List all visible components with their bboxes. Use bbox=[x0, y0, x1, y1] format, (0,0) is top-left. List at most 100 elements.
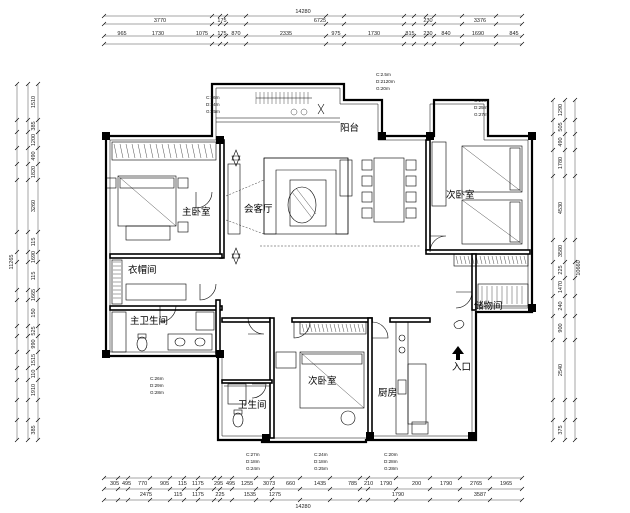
dim-bottom-row2-1: 115 bbox=[174, 492, 183, 498]
dim-top-row1-3: 230 bbox=[423, 18, 432, 24]
dim-right-9: 900 bbox=[558, 323, 564, 332]
dim-top-row2-12: 845 bbox=[509, 31, 518, 37]
dim-bottom-row1-17: 2765 bbox=[470, 481, 482, 487]
balcony: 阳台 bbox=[216, 92, 359, 134]
dim-left-2: 1200 bbox=[31, 134, 37, 146]
dim-top-row1-4: 3376 bbox=[474, 18, 486, 24]
note-bottom-right-c: C:20m bbox=[384, 452, 398, 457]
dim-top-row2-9: 230 bbox=[423, 31, 432, 37]
dim-top-row1-0: 3770 bbox=[154, 18, 166, 24]
dim-left-5: 3260 bbox=[31, 200, 37, 212]
master-bedroom: 主卧室 bbox=[105, 141, 217, 241]
dim-bottom-row1-5: 1175 bbox=[192, 481, 204, 487]
dim-bottom-row1-2: 770 bbox=[138, 481, 147, 487]
note-wardrobe-bath-c: C:26m bbox=[150, 376, 164, 381]
room-kitchen-label: 厨房 bbox=[378, 387, 397, 399]
dim-left-12: 990 bbox=[31, 339, 37, 348]
dim-bottom-row1-7: 495 bbox=[226, 481, 235, 487]
right-dimensions: 10660 1290505490178045303580225147024090… bbox=[550, 97, 582, 443]
top-dimensions: 14280 3770 175 6725 230 3376 965 1730 10… bbox=[101, 9, 525, 47]
dim-right-5: 3580 bbox=[558, 245, 564, 257]
area-notes: C:2.5m D:2120m G:20m C:26m D:24m G:25m C… bbox=[150, 72, 488, 471]
room-guest-bath-label: 卫生间 bbox=[238, 399, 267, 411]
dim-left-7: 1690 bbox=[31, 251, 37, 263]
dim-top-row2-5: 2335 bbox=[280, 31, 292, 37]
dim-right-3: 1780 bbox=[558, 157, 564, 169]
storage-room: 储物间 bbox=[453, 253, 529, 312]
dim-left-13: 1515 bbox=[31, 354, 37, 366]
dim-bottom-row2-2: 1175 bbox=[192, 492, 204, 498]
dim-bottom-row1-11: 1435 bbox=[314, 481, 326, 487]
note-balcony-g: G:20m bbox=[376, 86, 390, 91]
dim-top-row2-2: 1075 bbox=[196, 31, 208, 37]
dim-top-row1-1: 175 bbox=[217, 18, 226, 24]
room-living-label: 会客厅 bbox=[244, 203, 273, 215]
note-right-bed-c: C:25m bbox=[474, 98, 488, 103]
note-bottom-left-d: D:18m bbox=[246, 459, 260, 464]
dim-bottom-row2-6: 1790 bbox=[392, 492, 404, 498]
dim-top-row2-8: 815 bbox=[405, 31, 414, 37]
dim-left-9: 1665 bbox=[31, 289, 37, 301]
dim-bottom-row2-0: 2475 bbox=[140, 492, 152, 498]
dim-bottom-row1-14: 1790 bbox=[380, 481, 392, 487]
dim-bottom-row2-4: 1535 bbox=[244, 492, 256, 498]
dim-bottom-row1-16: 1790 bbox=[440, 481, 452, 487]
note-balcony-d: D:2120m bbox=[376, 79, 395, 84]
dim-bottom-row1-13: 210 bbox=[364, 481, 373, 487]
dim-bottom-row1-15: 200 bbox=[412, 481, 421, 487]
note-bottom-right-d: D:28m bbox=[384, 459, 398, 464]
note-bottom-left-c: C:27m bbox=[246, 452, 260, 457]
wardrobe: 衣帽间 bbox=[111, 259, 187, 305]
note-wardrobe-bath-g: G:28m bbox=[150, 390, 164, 395]
dim-bottom-row1-6: 295 bbox=[214, 481, 223, 487]
dim-right-2: 490 bbox=[558, 137, 564, 146]
dim-top-row2-7: 1730 bbox=[368, 31, 380, 37]
dim-left-8: 115 bbox=[31, 272, 37, 281]
note-master-c: C:26m bbox=[206, 95, 220, 100]
dim-top-row1-2: 6725 bbox=[314, 18, 326, 24]
dim-top-total: 14280 bbox=[295, 9, 310, 15]
dim-bottom-total: 14280 bbox=[295, 504, 310, 510]
dim-bottom-row1-9: 3073 bbox=[263, 481, 275, 487]
dim-bottom-row2-7: 3587 bbox=[474, 492, 486, 498]
room-second-bedroom-right-label: 次卧室 bbox=[446, 189, 475, 201]
dim-top-row2-4: 870 bbox=[231, 31, 240, 37]
room-entrance-label: 入口 bbox=[452, 362, 471, 373]
left-dimensions: 11265 1510385120049018203260115169011516… bbox=[9, 81, 41, 443]
dim-left-4: 1820 bbox=[31, 166, 37, 178]
bottom-dimensions: 305 495 770 905 115 1175 295 495 1255 30… bbox=[101, 475, 525, 510]
dim-top-row2-3: 175 bbox=[217, 31, 226, 37]
dim-top-row2-0: 965 bbox=[117, 31, 126, 37]
note-right-bed-g: G:27m bbox=[474, 112, 488, 117]
room-storage-label: 储物间 bbox=[474, 300, 503, 312]
room-balcony-label: 阳台 bbox=[340, 122, 359, 134]
dim-right-8: 240 bbox=[558, 301, 564, 310]
room-master-bedroom-label: 主卧室 bbox=[182, 206, 211, 218]
dim-right-11: 375 bbox=[558, 425, 564, 434]
dim-right-6: 225 bbox=[558, 265, 564, 274]
dim-bottom-row2-3: 225 bbox=[215, 492, 224, 498]
note-bottom-mid-d: D:18m bbox=[314, 459, 328, 464]
second-bedroom-bottom: 次卧室 bbox=[275, 321, 367, 426]
master-bath: 主卫生间 bbox=[111, 311, 215, 353]
dim-left-15: 1910 bbox=[31, 384, 37, 396]
dim-right-outer: 10660 bbox=[576, 260, 582, 275]
doors bbox=[159, 191, 473, 399]
dim-left-6: 115 bbox=[31, 238, 37, 247]
kitchen: 厨房 bbox=[378, 321, 429, 435]
dim-top-row2-6: 975 bbox=[331, 31, 340, 37]
dim-bottom-row1-1: 495 bbox=[122, 481, 131, 487]
dim-top-row2-11: 1690 bbox=[472, 31, 484, 37]
dim-right-0: 1290 bbox=[558, 104, 564, 116]
dim-left-1: 385 bbox=[31, 121, 37, 130]
note-bottom-left-g: G:24m bbox=[246, 466, 260, 471]
dim-bottom-row2-5: 1275 bbox=[269, 492, 281, 498]
note-wardrobe-bath-d: D:29m bbox=[150, 383, 164, 388]
dim-bottom-row1-0: 305 bbox=[110, 481, 119, 487]
note-bottom-mid-c: C:24m bbox=[314, 452, 328, 457]
dim-right-10: 2540 bbox=[558, 364, 564, 376]
note-right-bed-d: D:25m bbox=[474, 105, 488, 110]
room-wardrobe-label: 衣帽间 bbox=[128, 264, 157, 276]
room-second-bedroom-bottom-label: 次卧室 bbox=[308, 375, 337, 387]
